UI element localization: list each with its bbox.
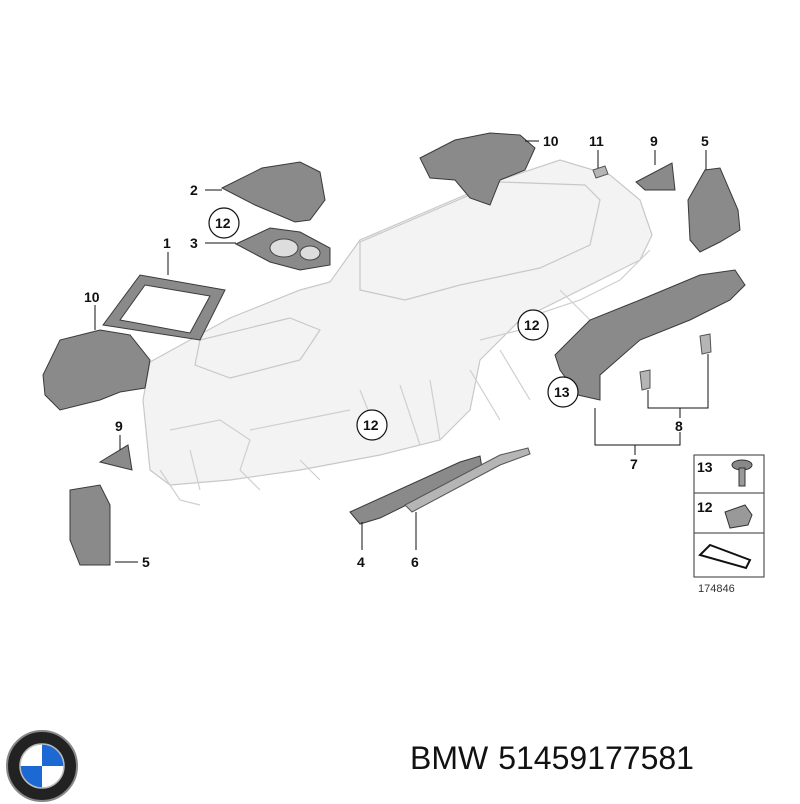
- clip-nut-icon: [724, 504, 753, 529]
- brand-name: BMW: [410, 740, 489, 776]
- part-9-right-grille: [635, 162, 676, 191]
- callout-9-left: 9: [115, 418, 123, 434]
- part-7-support-bracket: [554, 269, 746, 401]
- callout-12-center: 12: [363, 417, 379, 433]
- part-8-clip-left: [639, 369, 651, 391]
- callout-13: 13: [554, 384, 570, 400]
- callout-5-right: 5: [701, 133, 709, 149]
- part-5-left-end-cap: [69, 484, 111, 566]
- callout-3: 3: [190, 235, 198, 251]
- part-6-trim-strip: [404, 447, 531, 513]
- screw-icon: [731, 459, 753, 487]
- leader-lines: [94, 140, 709, 563]
- callout-8: 8: [675, 418, 683, 434]
- callout-circle-12-top: [208, 207, 240, 239]
- callout-circle-12-center: [356, 409, 388, 441]
- part-5-right-end-cap: [687, 167, 741, 253]
- callout-2: 2: [190, 182, 198, 198]
- installation-arrow-icon: [698, 543, 752, 570]
- callout-12-right: 12: [524, 317, 540, 333]
- part-2-trim-panel: [220, 161, 326, 223]
- legend-12-label: 12: [697, 499, 713, 515]
- dashboard-carrier: [142, 159, 653, 506]
- callout-5-left: 5: [142, 554, 150, 570]
- part-10-top-vent-housing: [419, 132, 536, 206]
- callout-10-left: 10: [84, 289, 100, 305]
- callout-11: 11: [589, 133, 604, 149]
- callout-1: 1: [163, 235, 171, 251]
- callout-10-top: 10: [543, 133, 559, 149]
- part-11-clip: [592, 165, 609, 179]
- callout-12-top: 12: [215, 215, 231, 231]
- callout-circle-13: [547, 376, 579, 408]
- part-9-left-grille: [98, 444, 133, 471]
- callout-7: 7: [630, 456, 638, 472]
- callout-9-right: 9: [650, 133, 658, 149]
- part-3-bezel: [234, 227, 331, 271]
- diagram-number: 174846: [698, 583, 735, 595]
- callout-circle-12-right: [517, 309, 549, 341]
- fastener-legend: 13 12: [693, 454, 765, 578]
- legend-13-label: 13: [697, 459, 713, 475]
- callout-4: 4: [357, 554, 365, 570]
- bmw-logo: [6, 730, 78, 802]
- part-1-frame: [102, 274, 226, 341]
- part-10-left-vent-housing: [42, 329, 151, 411]
- callout-6: 6: [411, 554, 419, 570]
- part-8-clip-right: [699, 333, 712, 355]
- part-number: 51459177581: [498, 740, 694, 776]
